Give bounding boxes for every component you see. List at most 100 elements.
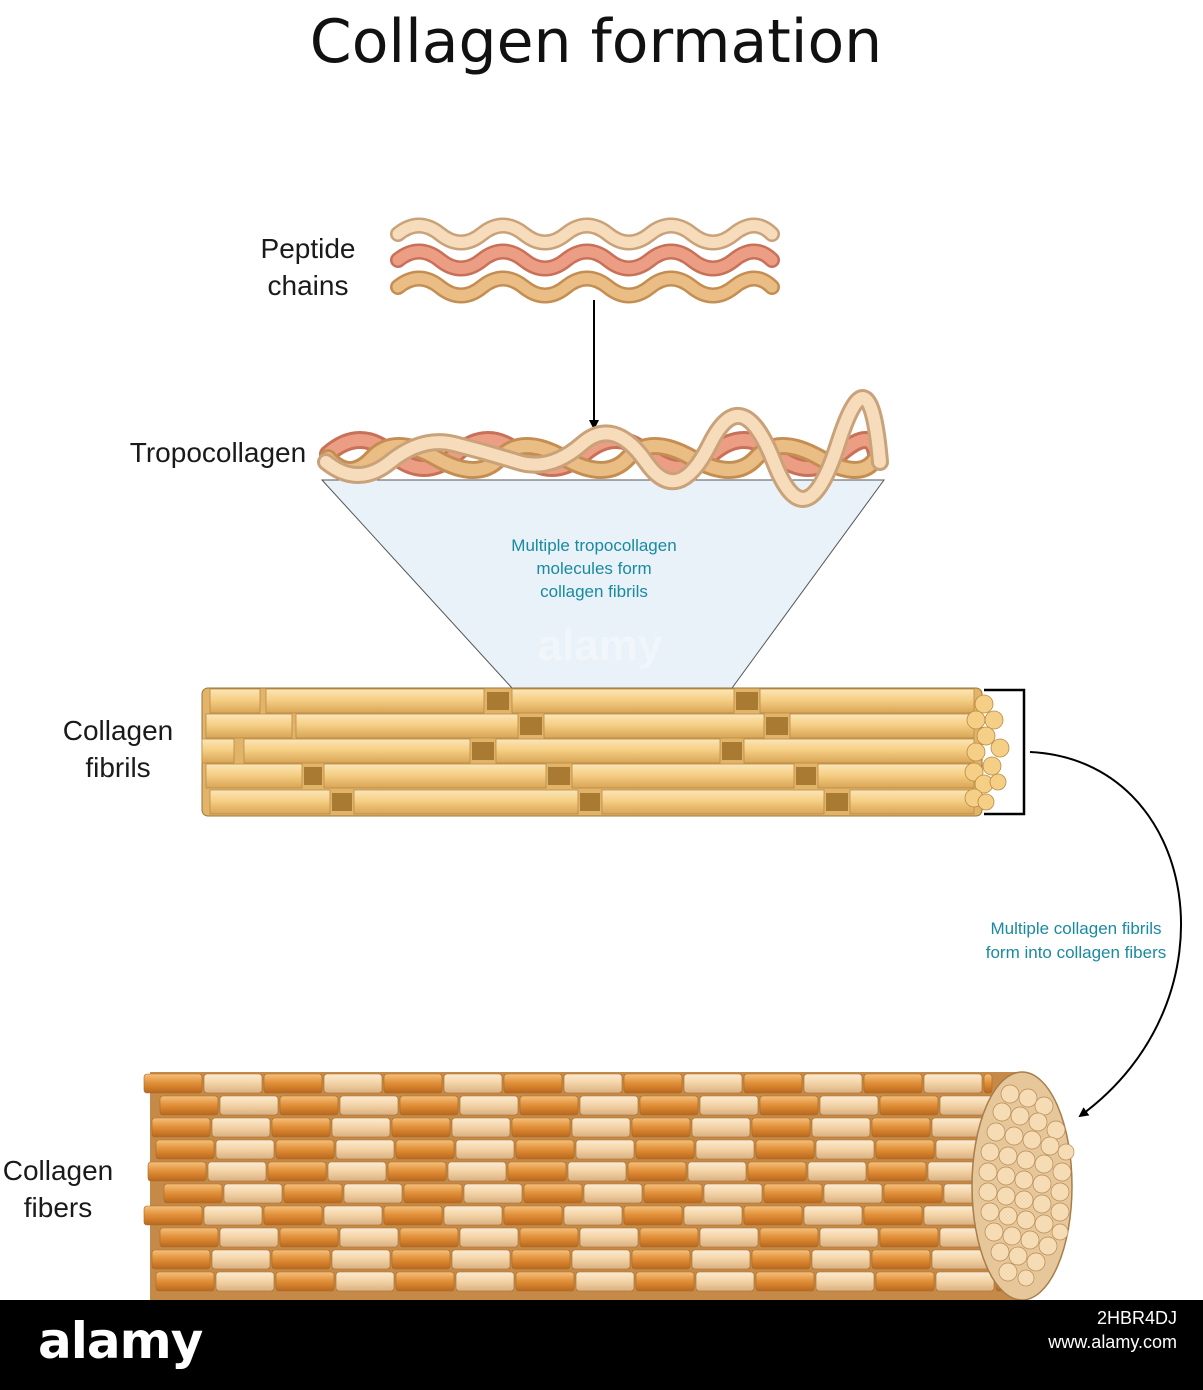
fiber-rod-segment xyxy=(803,1073,863,1094)
fiber-rod-segment xyxy=(883,1183,943,1204)
fiber-rod-segment xyxy=(391,1117,451,1138)
fiber-rod-segment xyxy=(819,1227,879,1248)
fiber-rod-segment xyxy=(571,1117,631,1138)
fiber-rod-segment xyxy=(447,1161,507,1182)
fiber-rod-segment xyxy=(695,1139,755,1160)
fiber-rod-segment xyxy=(703,1183,763,1204)
fiber-rod-segment xyxy=(279,1227,339,1248)
fiber-rod-segment xyxy=(575,1139,635,1160)
fiber-rod-segment xyxy=(215,1139,275,1160)
fiber-rod-segment xyxy=(511,1117,571,1138)
fiber-rod-segment xyxy=(511,1249,571,1270)
fiber-rod-segment xyxy=(623,1205,683,1226)
fiber-rod-segment xyxy=(395,1139,455,1160)
fiber-rod-segment xyxy=(807,1161,867,1182)
fiber-rod-segment xyxy=(323,1073,383,1094)
fiber-rod-segment xyxy=(879,1095,939,1116)
fiber-rod-segment xyxy=(331,1249,391,1270)
fiber-rod-segment xyxy=(635,1139,695,1160)
fiber-rod-segment xyxy=(271,1117,331,1138)
fiber-rod-segment xyxy=(203,1205,263,1226)
site-url: www.alamy.com xyxy=(1048,1332,1177,1352)
fiber-rod-segment xyxy=(683,1073,743,1094)
fiber-rod-segment xyxy=(627,1161,687,1182)
fiber-rod-segment xyxy=(451,1249,511,1270)
fiber-rod-segment xyxy=(283,1183,343,1204)
fiber-rod-segment xyxy=(923,1073,983,1094)
fiber-rod-segment xyxy=(267,1161,327,1182)
fiber-rod-segment xyxy=(879,1227,939,1248)
fiber-rod-segment xyxy=(459,1095,519,1116)
fiber-rod-segment xyxy=(335,1139,395,1160)
fiber-rod-segment xyxy=(395,1271,455,1292)
arrow-to-fibers xyxy=(1029,751,1183,1118)
fiber-rod-segment xyxy=(215,1271,275,1292)
fiber-rod-segment xyxy=(211,1249,271,1270)
fiber-rod-segment xyxy=(275,1139,335,1160)
fiber-rod-segment xyxy=(151,1249,211,1270)
fiber-rod-segment xyxy=(755,1271,815,1292)
fiber-rod-segment xyxy=(875,1139,935,1160)
fiber-rod-segment xyxy=(451,1117,511,1138)
fiber-rod-segment xyxy=(823,1183,883,1204)
fibrils-note-line-2: molecules form xyxy=(536,559,651,578)
fiber-rod-segment xyxy=(759,1095,819,1116)
fiber-rod-segment xyxy=(503,1073,563,1094)
fiber-rod-segment xyxy=(635,1271,695,1292)
fiber-rod-segment xyxy=(563,1073,623,1094)
fiber-rod-segment xyxy=(875,1271,935,1292)
fiber-rod-segment xyxy=(399,1095,459,1116)
fiber-rod-segment xyxy=(867,1161,927,1182)
fiber-rod-segment xyxy=(815,1271,875,1292)
fiber-rod-segment xyxy=(323,1205,383,1226)
fiber-rod-segment xyxy=(523,1183,583,1204)
fiber-rod-segment xyxy=(803,1205,863,1226)
fiber-rod-segment xyxy=(639,1227,699,1248)
fiber-rod-segment xyxy=(383,1205,443,1226)
fiber-rod-segment xyxy=(403,1183,463,1204)
diagram-title: Collagen formation xyxy=(310,7,882,77)
fiber-rod-segment xyxy=(143,1205,203,1226)
fiber-rod-segment xyxy=(563,1205,623,1226)
fiber-rod-segment xyxy=(207,1161,267,1182)
fiber-rod-segment xyxy=(747,1161,807,1182)
tropocollagen-illustration xyxy=(317,389,889,508)
collagen-fibrils-label-2: fibrils xyxy=(85,752,150,783)
fiber-rod-segment xyxy=(151,1117,211,1138)
fiber-rod-segment xyxy=(327,1161,387,1182)
fiber-rod-segment xyxy=(751,1117,811,1138)
fiber-rod-segment xyxy=(343,1183,403,1204)
fiber-rod-segment xyxy=(339,1227,399,1248)
fiber-rod-segment xyxy=(811,1249,871,1270)
fiber-rod-segment xyxy=(515,1271,575,1292)
fiber-rod-segment xyxy=(203,1073,263,1094)
fiber-rod-segment xyxy=(143,1073,203,1094)
fiber-rod-segment xyxy=(579,1095,639,1116)
fiber-rod-segment xyxy=(519,1095,579,1116)
collagen-fiber-illustration xyxy=(143,1071,1075,1300)
fiber-rod-segment xyxy=(759,1227,819,1248)
fiber-rod-segment xyxy=(819,1095,879,1116)
peptide-chains-label: Peptide xyxy=(261,233,356,264)
fiber-rod-segment xyxy=(583,1183,643,1204)
fiber-rod-segment xyxy=(631,1117,691,1138)
fiber-rod-segment xyxy=(579,1227,639,1248)
fiber-rod-segment xyxy=(623,1073,683,1094)
fiber-rod-segment xyxy=(223,1183,283,1204)
fiber-rod-segment xyxy=(983,1073,993,1094)
fiber-rod-segment xyxy=(639,1095,699,1116)
fiber-rod-segment xyxy=(863,1073,923,1094)
tropocollagen-label: Tropocollagen xyxy=(130,437,306,468)
fiber-rod-segment xyxy=(811,1117,871,1138)
collagen-formation-diagram: Collagen formation Peptide chains alamy … xyxy=(3,7,1183,1300)
fiber-rod-segment xyxy=(383,1073,443,1094)
fiber-rod-segment xyxy=(279,1095,339,1116)
fiber-rod-segment xyxy=(211,1117,271,1138)
collagen-fibers-label: Collagen xyxy=(3,1155,114,1186)
watermark-center: alamy xyxy=(538,621,663,670)
fiber-rod-segment xyxy=(743,1073,803,1094)
fiber-rod-segment xyxy=(147,1161,207,1182)
collagen-fibril-illustration xyxy=(201,687,1010,817)
fiber-rod-segment xyxy=(691,1117,751,1138)
image-code: 2HBR4DJ xyxy=(1096,1308,1177,1328)
